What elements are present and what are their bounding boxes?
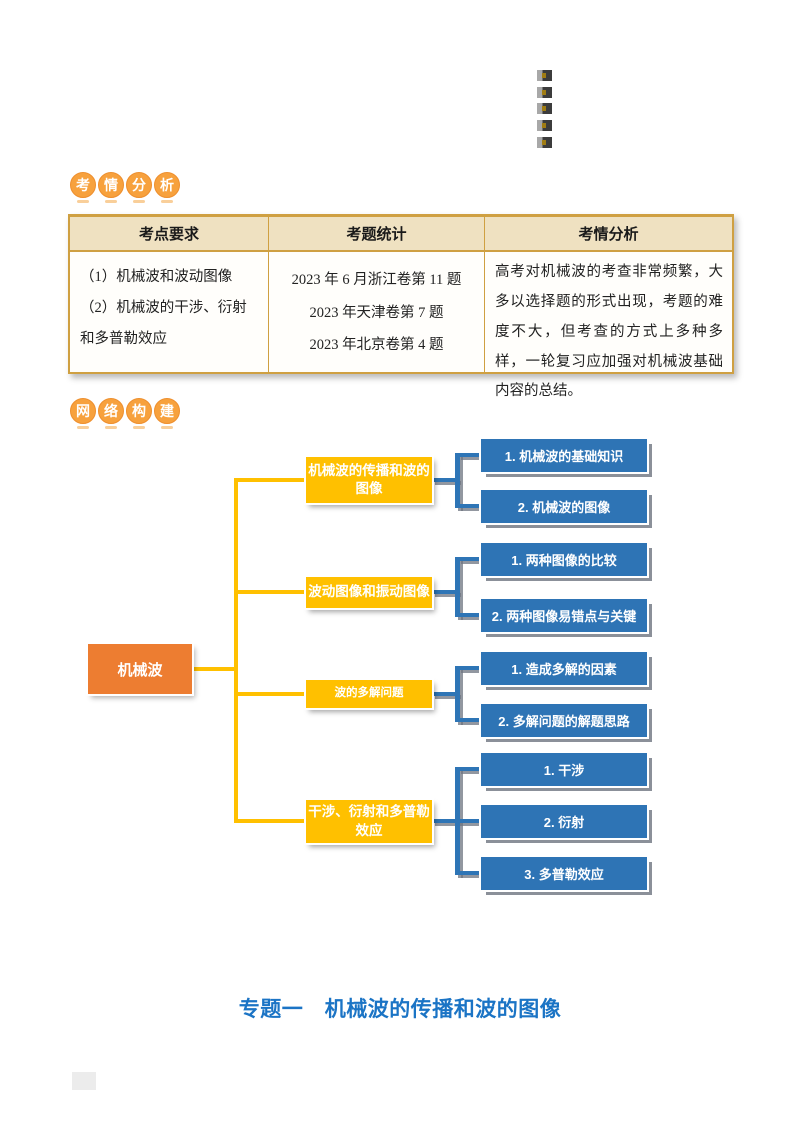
requirement-line: （2）机械波的干涉、衍射和多普勒效应 (80, 300, 247, 348)
topic-heading: 专题一 机械波的传播和波的图像 (238, 998, 562, 1021)
mindmap-branch-3: 波的多解问题 (306, 680, 432, 708)
table-cell-requirements: （1）机械波和波动图像 （2）机械波的干涉、衍射和多普勒效应 (70, 252, 269, 372)
badge-char-unit: 构 (126, 398, 152, 429)
connector-b2-link (432, 590, 458, 594)
badge-dash (161, 426, 173, 429)
badge-char-unit: 情 (98, 172, 124, 203)
marker-dot-icon (542, 140, 546, 145)
connector-b1-c1 (458, 453, 481, 457)
badge-circle: 分 (126, 172, 152, 198)
mindmap-leaf-1-2: 2. 机械波的图像 (481, 490, 647, 523)
connector-b4-c3 (458, 871, 481, 875)
mindmap-leaf-4-1: 1. 干涉 (481, 753, 647, 786)
mindmap-leaf-2-1: 1. 两种图像的比较 (481, 543, 647, 576)
connector-trunk (234, 478, 238, 823)
connector-branch1-stub (236, 478, 306, 482)
marker-dot-icon (542, 106, 546, 111)
connector-b4-link (432, 819, 458, 823)
table-cell-statistics: 2023 年 6 月浙江卷第 11 题 2023 年天津卷第 7 题 2023 … (269, 252, 485, 372)
connector-b1-c2 (458, 504, 481, 508)
connector-b2-c1 (458, 557, 481, 561)
exam-analysis-badge: 考 情 分 析 (70, 172, 180, 203)
badge-dash (105, 200, 117, 203)
badge-circle: 建 (154, 398, 180, 424)
badge-dash (161, 200, 173, 203)
badge-circle: 考 (70, 172, 96, 198)
badge-circle: 络 (98, 398, 124, 424)
connector-b4-c2 (458, 819, 481, 823)
badge-char-unit: 分 (126, 172, 152, 203)
badge-char-unit: 网 (70, 398, 96, 429)
badge-circle: 构 (126, 398, 152, 424)
analysis-text: 高考对机械波的考查非常频繁，大多以选择题的形式出现，考题的难度不大，但考查的方式… (495, 264, 723, 400)
mindmap-leaf-3-2: 2. 多解问题的解题思路 (481, 704, 647, 737)
badge-dash (77, 426, 89, 429)
network-building-badge: 网 络 构 建 (70, 398, 180, 429)
badge-char-unit: 建 (154, 398, 180, 429)
marker-dot-icon (542, 90, 546, 95)
mindmap-leaf-4-2: 2. 衍射 (481, 805, 647, 838)
connector-root-link (190, 667, 236, 671)
mindmap-root-node: 机械波 (88, 644, 192, 694)
badge-char-unit: 析 (154, 172, 180, 203)
mindmap-branch-4: 干涉、衍射和多普勒效应 (306, 800, 432, 843)
connector-b1-link (432, 478, 458, 482)
connector-b3-bar (455, 666, 460, 722)
slide-marker-icon (537, 103, 552, 114)
table-cell-analysis: 高考对机械波的考查非常频繁，大多以选择题的形式出现，考题的难度不大，但考查的方式… (485, 252, 732, 399)
slide-marker-icon (537, 87, 552, 98)
slide-marker-icon (537, 70, 552, 81)
mindmap-branch-1: 机械波的传播和波的图像 (306, 457, 432, 503)
badge-dash (133, 426, 145, 429)
slide-marker-icon (537, 137, 552, 148)
badge-circle: 析 (154, 172, 180, 198)
connector-branch4-stub (236, 819, 306, 823)
badge-char-unit: 考 (70, 172, 96, 203)
marker-dot-icon (542, 73, 546, 78)
connector-b4-bar (455, 767, 460, 875)
connector-b2-bar (455, 557, 460, 617)
requirement-line: （1）机械波和波动图像 (80, 269, 233, 285)
connector-b3-link (432, 692, 458, 696)
mindmap-leaf-1-1: 1. 机械波的基础知识 (481, 439, 647, 472)
badge-dash (105, 426, 117, 429)
statistic-line: 2023 年北京卷第 4 题 (309, 337, 444, 354)
badge-circle: 情 (98, 172, 124, 198)
exam-analysis-table: 考点要求 考题统计 考情分析 （1）机械波和波动图像 （2）机械波的干涉、衍射和… (68, 214, 734, 399)
connector-b3-c2 (458, 718, 481, 722)
badge-dash (133, 200, 145, 203)
page-corner-rect (72, 1072, 96, 1090)
connector-branch2-stub (236, 590, 306, 594)
statistic-line: 2023 年 6 月浙江卷第 11 题 (291, 272, 462, 288)
badge-char-unit: 络 (98, 398, 124, 429)
connector-b1-bar (455, 453, 460, 508)
slide-marker-icon (537, 120, 552, 131)
table-header-analysis: 考情分析 (485, 217, 732, 252)
connector-b3-c1 (458, 666, 481, 670)
marker-dot-icon (542, 123, 546, 128)
connector-b4-c1 (458, 767, 481, 771)
mindmap-leaf-2-2: 2. 两种图像易错点与关键 (481, 599, 647, 632)
table-header-requirements: 考点要求 (70, 217, 269, 252)
connector-b2-c2 (458, 613, 481, 617)
mindmap-leaf-3-1: 1. 造成多解的因素 (481, 652, 647, 685)
connector-branch3-stub (236, 692, 306, 696)
mindmap-branch-2: 波动图像和振动图像 (306, 577, 432, 608)
table-header-statistics: 考题统计 (269, 217, 485, 252)
badge-dash (77, 200, 89, 203)
statistic-line: 2023 年天津卷第 7 题 (309, 304, 444, 321)
mindmap-leaf-4-3: 3. 多普勒效应 (481, 857, 647, 890)
badge-circle: 网 (70, 398, 96, 424)
